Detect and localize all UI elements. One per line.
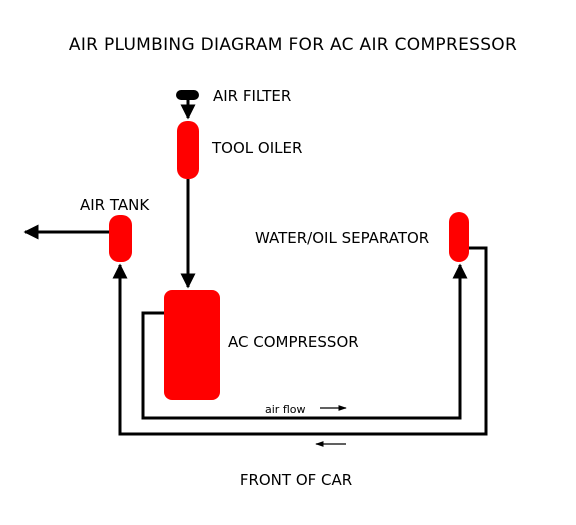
tool-oiler [177,121,199,179]
separator-to-tank-pipe [112,246,488,436]
diagram-title: AIR PLUMBING DIAGRAM FOR AC AIR COMPRESS… [69,35,517,55]
air-tank-label: AIR TANK [80,196,150,214]
ac-compressor-label: AC COMPRESSOR [228,333,359,351]
compressor-to-separator-pipe [141,263,468,420]
air-flow-label: air flow [265,403,305,416]
air-tank [109,215,132,262]
air-filter-label: AIR FILTER [213,87,291,105]
water-oil-separator-label: WATER/OIL SEPARATOR [255,229,429,247]
front-of-car-label: FRONT OF CAR [240,471,352,489]
air-filter-icon [176,90,199,100]
tool-oiler-label: TOOL OILER [211,139,302,157]
water-oil-separator [449,212,469,262]
ac-compressor [164,290,220,400]
